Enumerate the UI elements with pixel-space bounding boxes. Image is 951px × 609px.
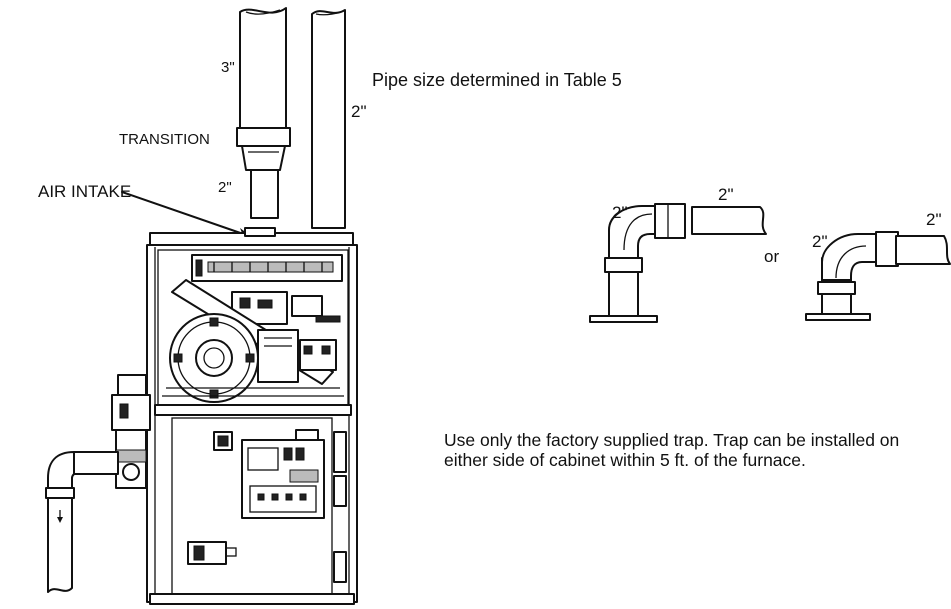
elbow-a-horizontal-label: 2" — [718, 185, 734, 204]
exhaust-pipe-2in — [311, 9, 346, 229]
elbow-fitting-a — [589, 203, 767, 323]
furnace-cabinet — [146, 227, 358, 605]
pipe-3in-label: 3" — [221, 59, 235, 76]
elbow-fitting-b — [805, 231, 951, 321]
elbow-a-vertical-label: 2" — [612, 203, 628, 222]
pipe-size-note: Pipe size determined in Table 5 — [372, 70, 622, 90]
pipe-2in-lower-label: 2" — [218, 179, 232, 196]
elbow-b-vertical-label: 2" — [812, 232, 828, 251]
air-intake-label: AIR INTAKE — [38, 182, 131, 201]
transition-label: TRANSITION — [119, 131, 210, 148]
condensate-trap-assembly — [45, 374, 151, 593]
intake-pipe-assembly — [236, 7, 291, 219]
elbow-b-horizontal-label: 2" — [926, 210, 942, 229]
air-intake-leader — [121, 191, 253, 238]
or-label: or — [764, 247, 779, 266]
trap-instructions-note: Use only the factory supplied trap. Trap… — [444, 430, 900, 470]
pipe-2in-right-label: 2" — [351, 102, 367, 121]
